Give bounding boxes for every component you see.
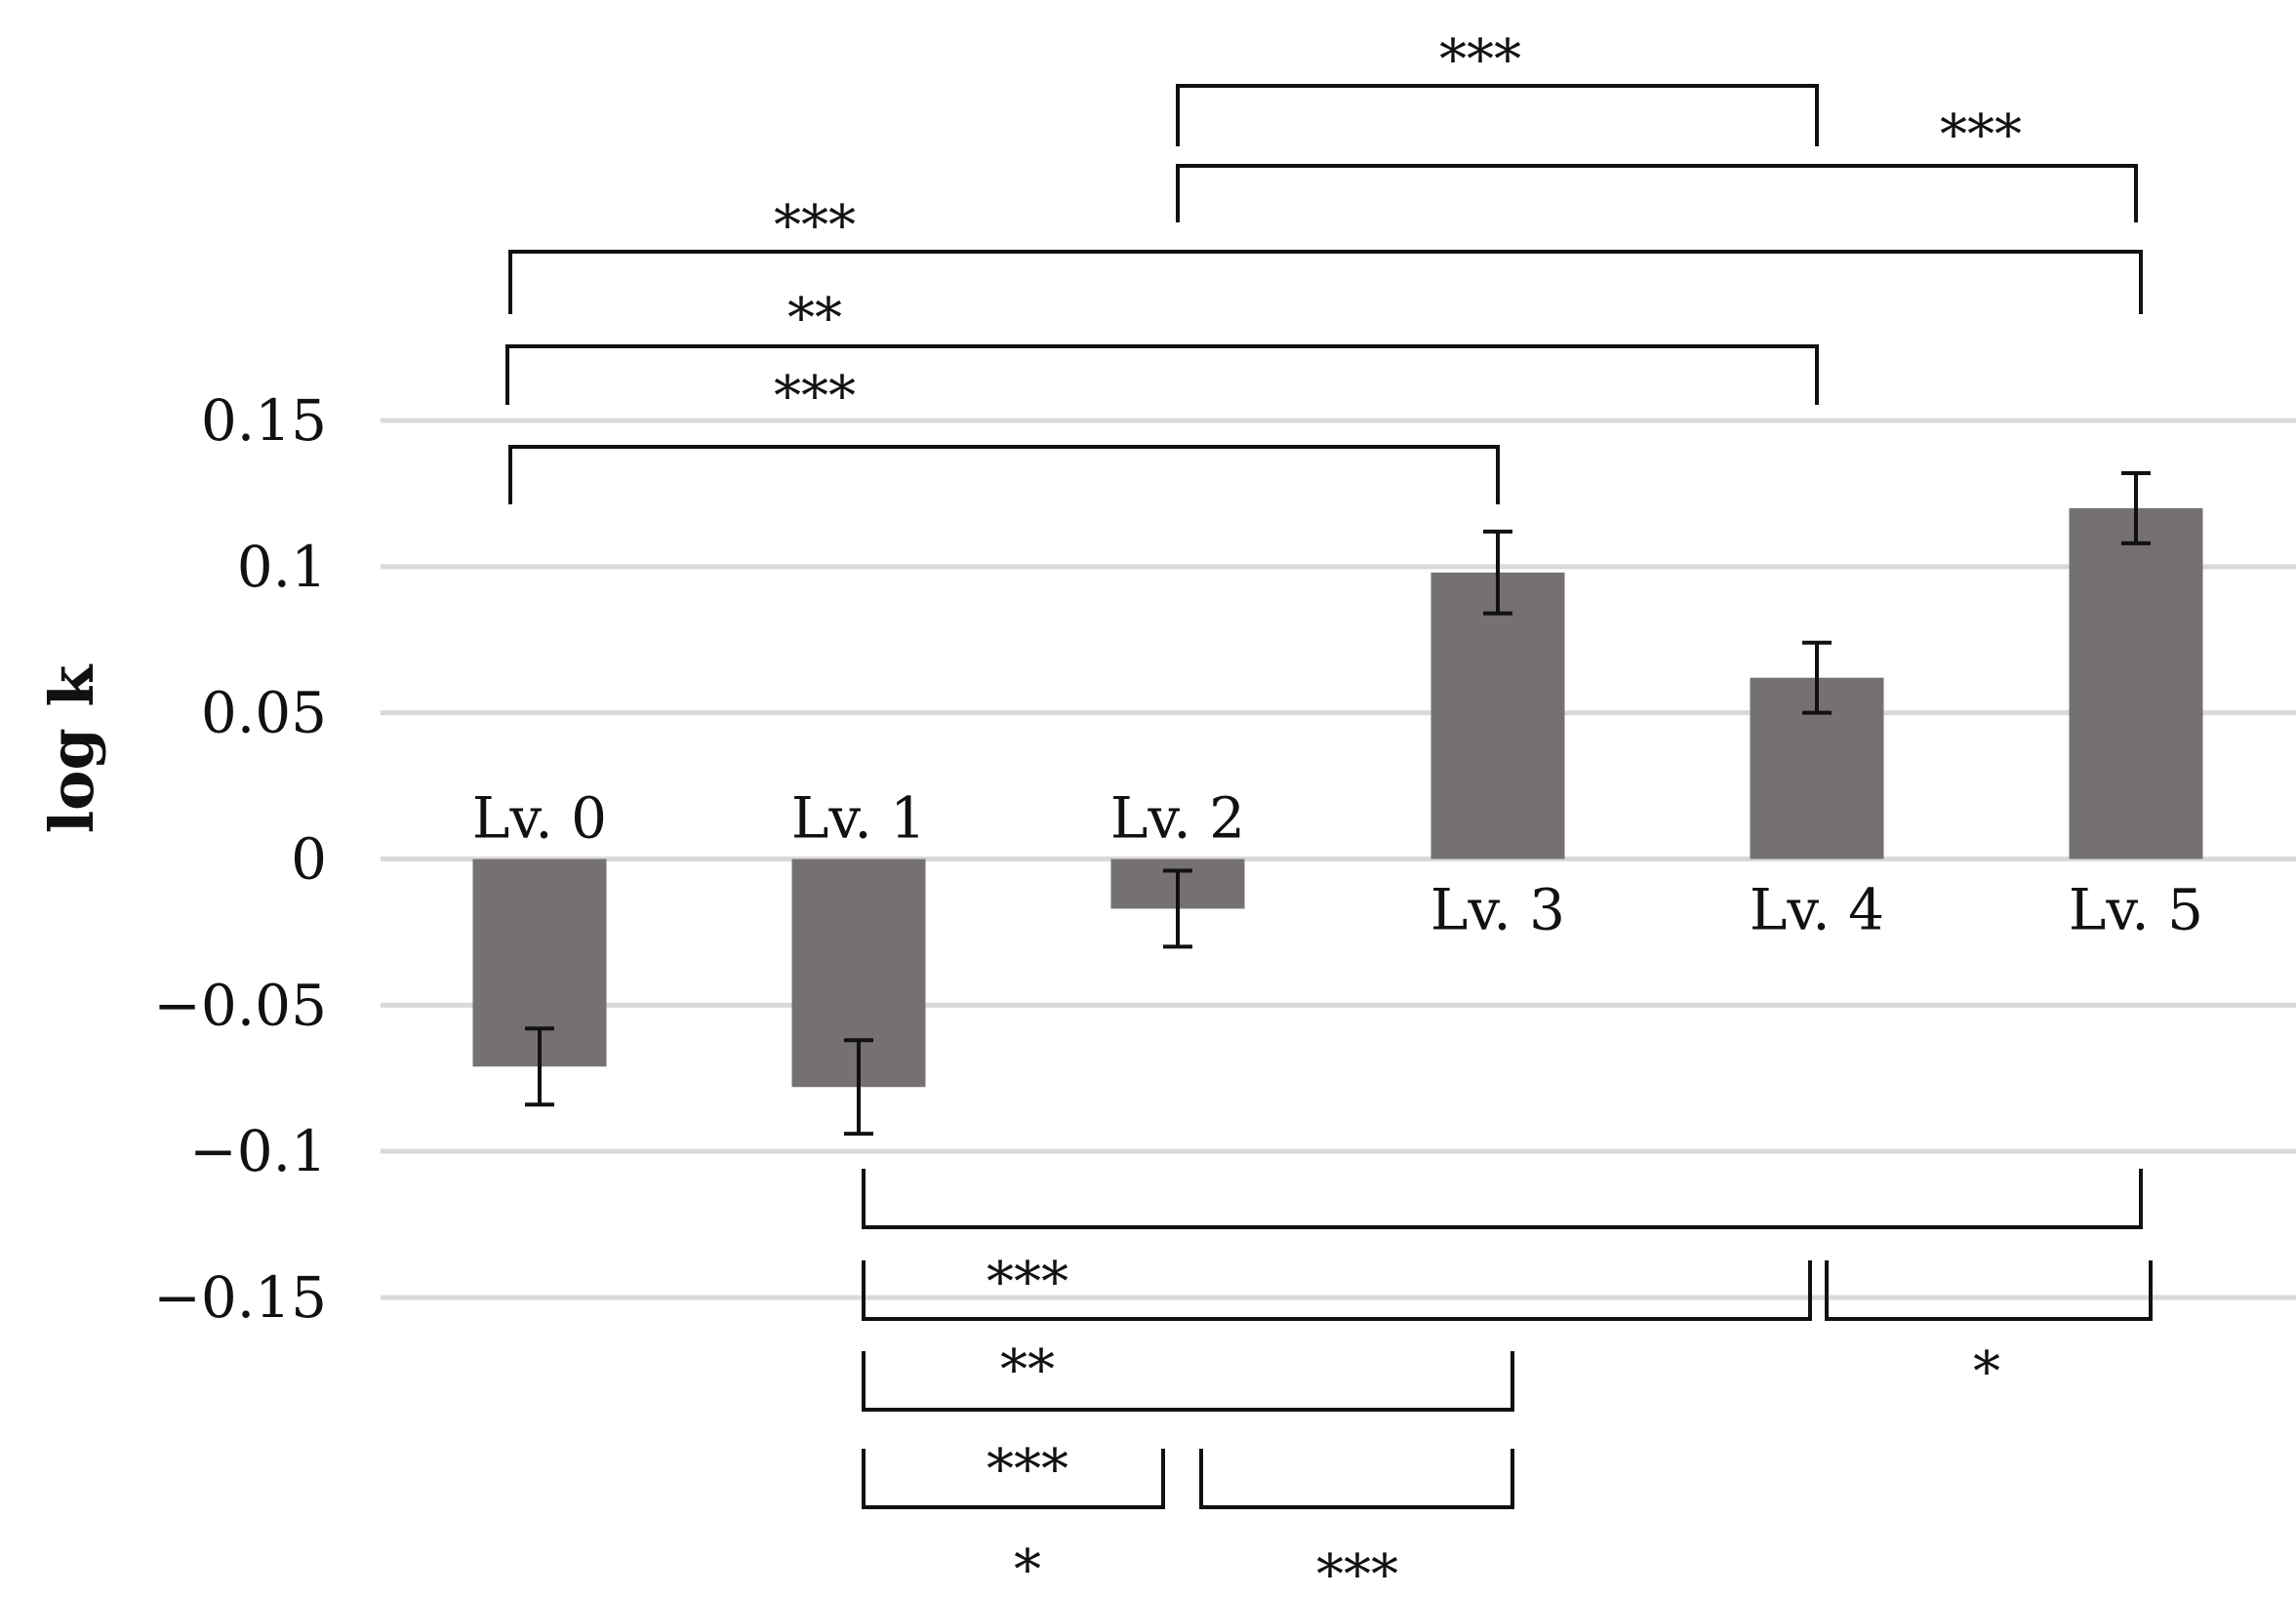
error-bar — [525, 1026, 554, 1107]
significance-label: *** — [774, 365, 856, 428]
y-axis-ticks: 0.15 0.1 0.05 0 −0.05 −0.1 −0.15 — [153, 387, 327, 1331]
significance-label: *** — [987, 1251, 1068, 1314]
y-axis-title: log k — [36, 663, 107, 834]
significance-label: ** — [787, 287, 842, 350]
significance-bracket: *** — [862, 1438, 1165, 1509]
significance-label: * — [1014, 1538, 1041, 1597]
error-bar — [844, 1038, 873, 1137]
significance-bracket: *** — [508, 194, 2143, 314]
significance-bracket: ** — [505, 287, 1819, 405]
error-bars — [525, 470, 2151, 1137]
category-label: Lv. 3 — [1430, 877, 1565, 943]
y-tick-label: 0.15 — [201, 387, 327, 454]
y-tick-label: 0 — [291, 826, 327, 893]
significance-bracket: *** — [1176, 28, 1819, 146]
bars — [472, 507, 2203, 1088]
category-label: Lv. 5 — [2069, 877, 2203, 943]
category-labels: Lv. 0 Lv. 1 Lv. 2 Lv. 3 Lv. 4 Lv. 5 — [472, 785, 2203, 943]
bar — [1430, 572, 1565, 859]
y-tick-label: −0.1 — [189, 1118, 327, 1184]
category-label: Lv. 0 — [472, 785, 607, 852]
significance-bracket: * — [1825, 1260, 2153, 1404]
significance-label: *** — [774, 194, 856, 258]
significance-label: * — [1973, 1340, 2000, 1404]
significance-bracket: *** — [508, 365, 1500, 504]
y-tick-label: 0.1 — [237, 534, 327, 600]
error-bar — [1802, 640, 1832, 715]
y-tick-label: −0.15 — [153, 1264, 327, 1331]
error-bar — [2121, 470, 2151, 545]
significance-bracket — [1199, 1449, 1514, 1509]
significance-label: *** — [1940, 103, 2022, 167]
significance-bracket — [862, 1169, 2143, 1229]
bar — [2069, 507, 2203, 859]
error-bar — [1163, 868, 1192, 949]
category-label: Lv. 4 — [1750, 877, 1884, 943]
significance-label: *** — [1316, 1543, 1398, 1597]
gridlines — [381, 418, 2296, 1300]
category-label: Lv. 2 — [1110, 785, 1245, 852]
y-tick-label: 0.05 — [201, 680, 327, 746]
significance-label: *** — [1439, 28, 1521, 92]
error-bar — [1483, 529, 1512, 616]
significance-label: *** — [987, 1438, 1068, 1501]
y-tick-label: −0.05 — [153, 972, 327, 1038]
significance-bracket: *** — [862, 1251, 1812, 1321]
significance-brackets: *************************** — [505, 28, 2153, 1597]
significance-label: ** — [1000, 1338, 1055, 1402]
category-label: Lv. 1 — [791, 785, 926, 852]
significance-bracket: *** — [1176, 103, 2138, 222]
significance-bracket: ** — [862, 1338, 1514, 1412]
